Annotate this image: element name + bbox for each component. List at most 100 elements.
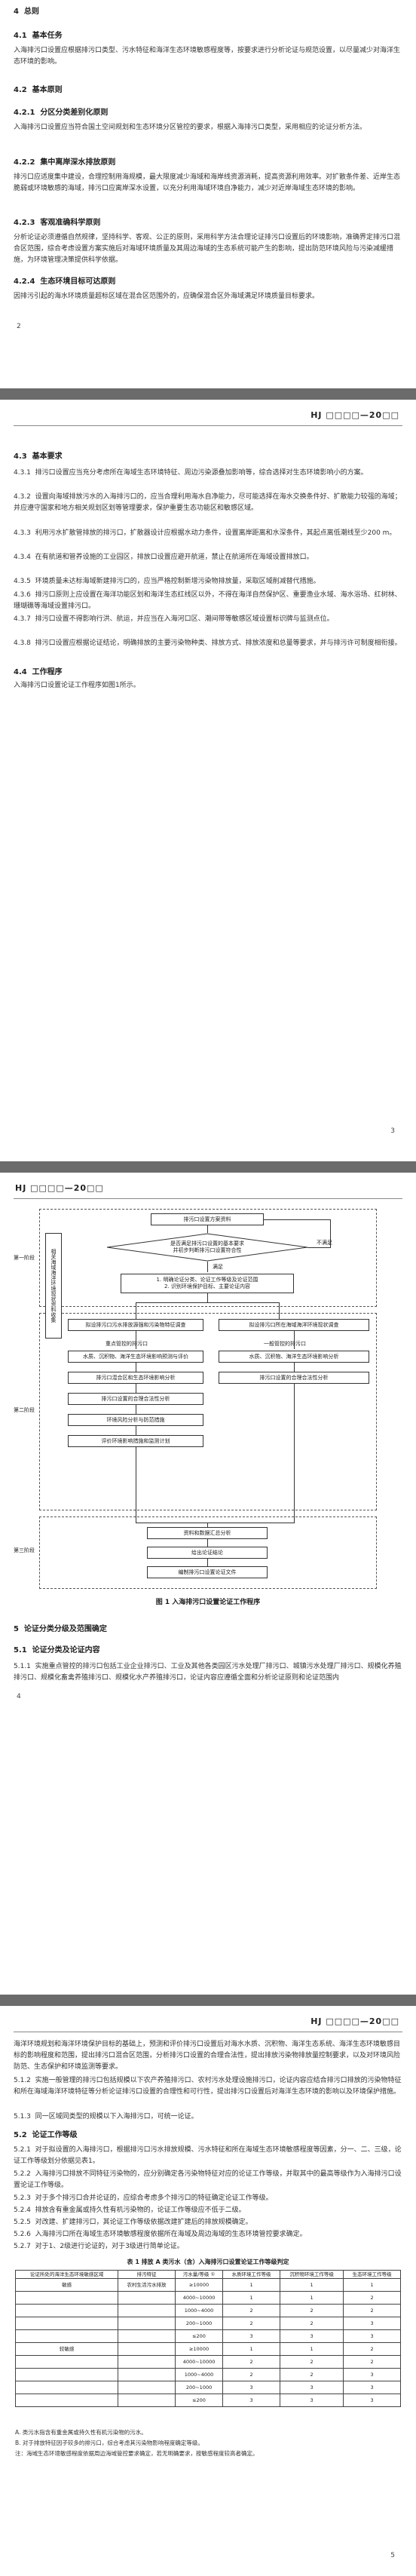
document-page-3: HJ □□□□—20□□ 第一阶段 第二阶段 第三阶段 相关海域海洋环境现状资料… (0, 1173, 416, 1995)
grading-table: 论证所处的海洋生态环境敏感区域 排污特征 污水量/等级 ① 水质环境工作等级 沉… (14, 2270, 401, 2407)
flow-arrow (264, 1219, 330, 1220)
table-cell (118, 2291, 176, 2305)
flow-box: 水质、沉积物、海洋生态环境影响分析 (219, 1351, 369, 1363)
flow-box: 水质、沉积物、海洋生态环境影响预测与评价 (68, 1351, 203, 1363)
section-heading: 4.2.4 生态环境目标可达原则 (14, 278, 116, 286)
table-header-cell: 生态环境工作等级 (343, 2270, 401, 2279)
document-page-2: HJ □□□□—20□□ 4.3 基本要求 4.3.1 排污口设置应当充分考虑所… (0, 400, 416, 1161)
section-heading: 4.2.3 客观准确科学原则 (14, 219, 101, 227)
table-cell: ≤200 (174, 2329, 224, 2343)
table-note: 注：海域生态环境敏感程度依据周边海域管控要求确定，若无明确要求，按敏感程度较高者… (15, 2450, 258, 2457)
section-heading: 5.1 论证分类及论证内容 (14, 1646, 100, 1654)
table-cell (118, 2342, 176, 2356)
paragraph: 4.3.6 排污口原则上应设置在海洋功能区划和海洋生态红线区以外，不得在海洋自然… (14, 591, 402, 610)
stage-label: 第二阶段 (14, 1407, 35, 1413)
paragraph: 5.2.4 排放含有重金属或持久性有机污染物的，论证工作等级应不低于二级。 (14, 2206, 246, 2214)
table-cell: 3 (222, 2329, 280, 2343)
paragraph: 5.1.1 实施重点管控的排污口包括工业企业排污口、工业及其他各类园区污水处理厂… (14, 1663, 402, 1682)
paragraph: 海洋环境规划和海洋环境保护目标的基础上，预测和评价排污口设置后对海水水质、沉积物… (14, 2041, 401, 2071)
table-cell: 农村生活污水排放 (118, 2278, 176, 2292)
table-cell: 2 (343, 2291, 401, 2305)
paragraph: 因排污引起的海水环境质量超标区域在混合区范围外的，应确保混合区外海域满足环境质量… (14, 293, 320, 300)
section-heading: 4.2.1 分区分类差别化原则 (14, 109, 109, 117)
table-note: A. 类污水指含有重金属或持久性有机污染物的污水。 (15, 2429, 147, 2436)
flow-box: 排污口设置的合理合法性分析 (68, 1393, 203, 1405)
flow-arrow (207, 1262, 208, 1272)
table-cell: 4000~10000 (174, 2291, 224, 2305)
decision-diamond (106, 1233, 308, 1262)
section-heading: 4.3 基本要求 (14, 452, 63, 461)
section-heading: 4 总则 (14, 8, 39, 16)
paragraph: 4.3.8 排污口设置应根据论证结论，明确排放的主要污染物种类、排放方式、排放浓… (14, 639, 402, 647)
flow-box: 评价环境影响措施和监测计划 (68, 1435, 203, 1447)
table-cell: 3 (343, 2381, 401, 2394)
page-number: 4 (17, 1693, 21, 1700)
flow-arrow (294, 1331, 295, 1349)
paragraph: 分析论证必须遵循自然规律，坚持科学、客观、公正的原则，采用科学方法合理论证排污口… (14, 234, 401, 264)
paragraph: 5.2.2 入海排污口排放不同特征污染物的，应分别确定各污染物特征对应的论证工作… (14, 2170, 402, 2189)
figure-caption: 图 1 入海排污口设置论证工作程序 (155, 1599, 261, 1606)
table-cell: 1 (222, 2342, 280, 2356)
table-cell (118, 2368, 176, 2381)
table-cell: 2 (222, 2368, 280, 2381)
paragraph: 5.2.1 对于拟设置的入海排污口，根据排污口污水排放规模、污水特征和所在海域生… (14, 2146, 402, 2165)
table-cell: 1 (279, 2291, 344, 2305)
table-cell: 2 (222, 2317, 280, 2330)
page-header: HJ □□□□—20□□ (310, 2016, 399, 2026)
table-title: 表 1 排放 A 类污水（含）入海排污口设置论证工作等级判定 (127, 2259, 289, 2265)
section-heading: 5 论证分类分级及范围确定 (14, 1625, 107, 1633)
section-heading: 4.4 工作程序 (14, 668, 63, 676)
table-cell: 1000~4000 (174, 2368, 224, 2381)
flow-arrow (294, 1363, 295, 1372)
table-cell: ≥10000 (174, 2342, 224, 2356)
table-cell (14, 2381, 119, 2394)
flow-arrow (207, 1523, 208, 1527)
paragraph: 入海排污口设置应当符合国土空间规划和生态环境分区管控的要求，根据入海排污口类型，… (14, 124, 367, 131)
flow-box: 1. 明确论证分类、论证工作等级及论证范围 2. 识别环境保护目标、主要论证内容 (121, 1274, 294, 1293)
branch-label: 满足 (213, 1264, 223, 1270)
table-cell: 2 (279, 2368, 344, 2381)
flow-arrow (207, 1225, 208, 1233)
flow-arrow (207, 1293, 208, 1302)
table-cell: 3 (343, 2368, 401, 2381)
stage-label: 第一阶段 (14, 1255, 35, 1261)
table-header-cell: 排污特征 (118, 2270, 176, 2279)
section-heading: 4.2.2 集中离岸深水排放原则 (14, 158, 116, 167)
table-header-row: 论证所处的海洋生态环境敏感区域 排污特征 污水量/等级 ① 水质环境工作等级 沉… (14, 2270, 401, 2279)
table-cell: 3 (279, 2381, 344, 2394)
header-rule (14, 425, 402, 426)
paragraph: 5.2.5 对改建、扩建排污口，其论证工作等级依据改建扩建后的排放规模确定。 (14, 2219, 252, 2226)
paragraph: 5.2.6 入海排污口所在海域生态环境敏感程度依据所在海域及周边海域的生态环境管… (14, 2231, 307, 2238)
flow-arrow (307, 1247, 330, 1248)
table-cell: 2 (279, 2317, 344, 2330)
table-cell: ≥10000 (174, 2278, 224, 2292)
table-header-cell: 论证所处的海洋生态环境敏感区域 (14, 2270, 119, 2279)
table-cell (118, 2381, 176, 2394)
flow-arrow (294, 1384, 295, 1523)
table-cell (118, 2317, 176, 2330)
flow-arrow (207, 1539, 208, 1547)
flow-box: 编制排污口设置论证文件 (147, 1566, 268, 1578)
page-header: HJ □□□□—20□□ (15, 1183, 104, 1193)
paragraph: 4.3.4 在有航道和管养设施的工业园区，排放口设置应避开航道，禁止在航道所在海… (14, 554, 314, 561)
flow-box: 拟设排污口所在海域海洋环境现状调查 (219, 1319, 369, 1331)
table-cell: 3 (279, 2329, 344, 2343)
table-cell: 3 (279, 2394, 344, 2407)
flow-arrow (279, 1302, 280, 1319)
table-cell: 3 (343, 2394, 401, 2407)
table-cell: 较敏感 (14, 2342, 119, 2356)
table-cell (118, 2394, 176, 2407)
paragraph: 排污口应适度集中建设，合理控制用海规模，最大限度减少海域和海岸线资源消耗，提高资… (14, 173, 401, 192)
branch-label: 不满足 (317, 1240, 332, 1246)
stage-region (39, 1209, 377, 1307)
paragraph: 4.3.1 排污口设置应当充分考虑所在海域生态环境特征、周边污染源叠加影响等，综… (14, 469, 368, 477)
table-cell: 敏感 (14, 2278, 119, 2292)
table-cell: 3 (222, 2381, 280, 2394)
paragraph: 入海排污口设置应根据排污口类型、污水特征和海洋生态环境敏感程度等，按要求进行分析… (14, 47, 401, 66)
table-cell: 2 (279, 2304, 344, 2317)
table-cell: 2 (343, 2342, 401, 2356)
table-cell (118, 2329, 176, 2343)
table-cell: 2 (222, 2304, 280, 2317)
table-cell: 2 (343, 2304, 401, 2317)
